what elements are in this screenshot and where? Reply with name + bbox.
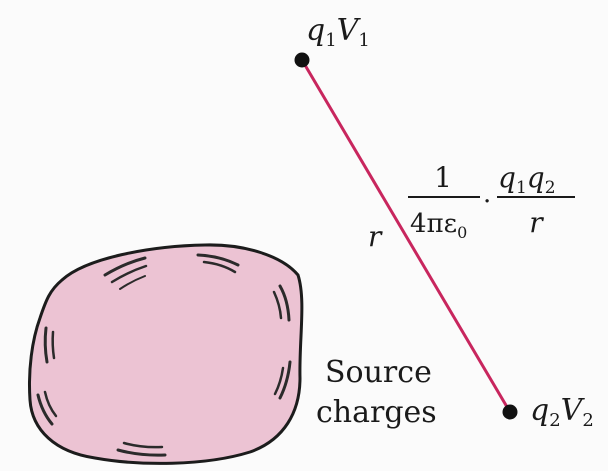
fraction2-denominator: r: [529, 206, 544, 239]
fraction1-denominator: 4πε0: [410, 209, 467, 242]
blob-shading: [36, 253, 292, 457]
charge-point-2: [502, 404, 518, 420]
fraction1-numerator: 1: [434, 161, 452, 194]
point1-label: q1V1: [306, 13, 370, 51]
blob-shape: [28, 243, 304, 465]
source-label-line1: Source: [325, 355, 432, 390]
distance-label: r: [368, 220, 383, 253]
connecting-line: [300, 59, 512, 413]
formula-operator: ·: [483, 187, 491, 217]
source-label-line2: charges: [316, 395, 437, 430]
fraction2-numerator: q1q2: [498, 161, 556, 198]
source-charges-blob: [28, 243, 304, 465]
charge-point-1: [294, 52, 310, 68]
point2-label: q2V2: [530, 393, 594, 431]
formula: 1 4πε0 · q1q2 r: [408, 161, 575, 242]
